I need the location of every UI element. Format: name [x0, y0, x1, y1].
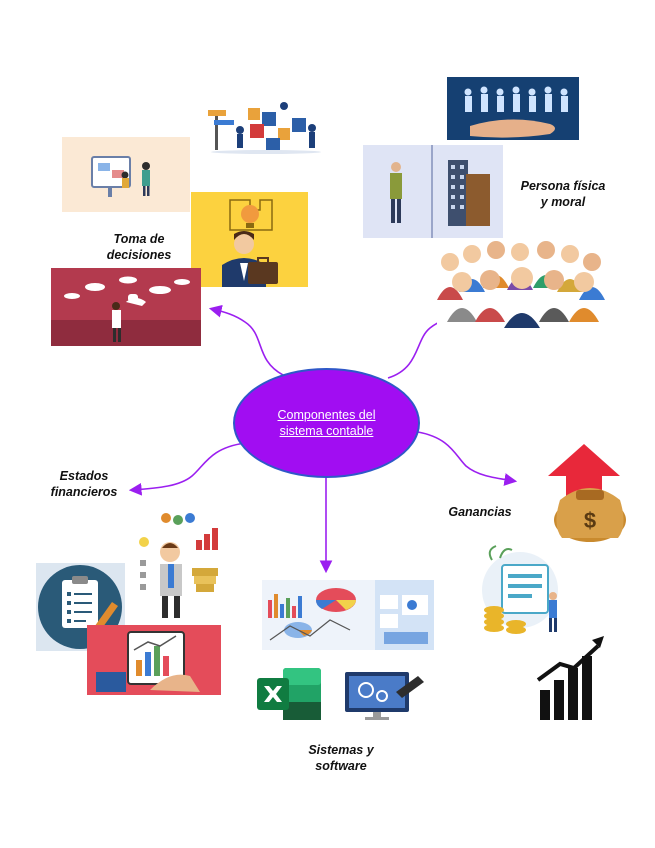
connector-persona — [387, 311, 464, 379]
connector-toma — [208, 304, 284, 376]
center-title-line2: sistema contable — [279, 424, 374, 438]
label-ganancias: Ganancias — [448, 505, 512, 519]
connector-estados — [128, 442, 246, 496]
center-title[interactable]: Componentes del sistema contable — [278, 407, 376, 439]
connector-ganancias — [417, 431, 518, 486]
center-title-line1: Componentes del — [277, 408, 376, 422]
center-node: Componentes del sistema contable — [233, 368, 420, 478]
